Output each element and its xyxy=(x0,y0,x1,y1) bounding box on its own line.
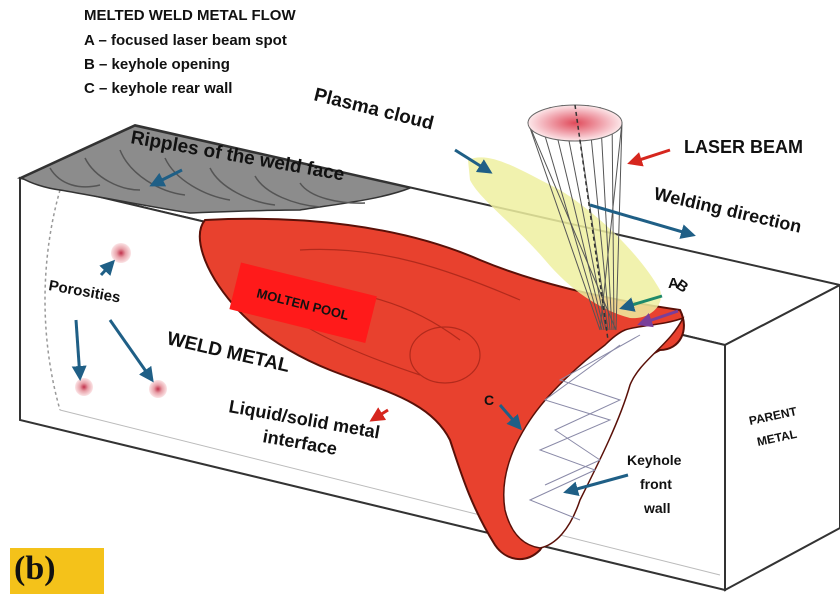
laser-beam-label: LASER BEAM xyxy=(684,137,803,158)
c-label: C xyxy=(484,392,494,408)
plasma-cloud-label: Plasma cloud xyxy=(312,84,436,134)
keyhole-front-label-line2: front xyxy=(640,476,672,492)
pore xyxy=(111,243,131,263)
keyhole-front-label-line3: wall xyxy=(644,500,670,516)
laser-beam-arrow xyxy=(630,150,670,163)
pore xyxy=(75,378,93,396)
panel-label-tag: (b) xyxy=(10,548,104,594)
keyhole-front-label-line1: Keyhole xyxy=(627,452,681,468)
pore xyxy=(149,380,167,398)
legend-title: MELTED WELD METAL FLOW xyxy=(84,7,296,24)
legend-item-c: C – keyhole rear wall xyxy=(84,80,232,97)
legend-item-a: A – focused laser beam spot xyxy=(84,32,287,49)
panel-label: (b) xyxy=(14,550,56,588)
legend-item-b: B – keyhole opening xyxy=(84,56,230,73)
a-label: A xyxy=(668,275,679,292)
